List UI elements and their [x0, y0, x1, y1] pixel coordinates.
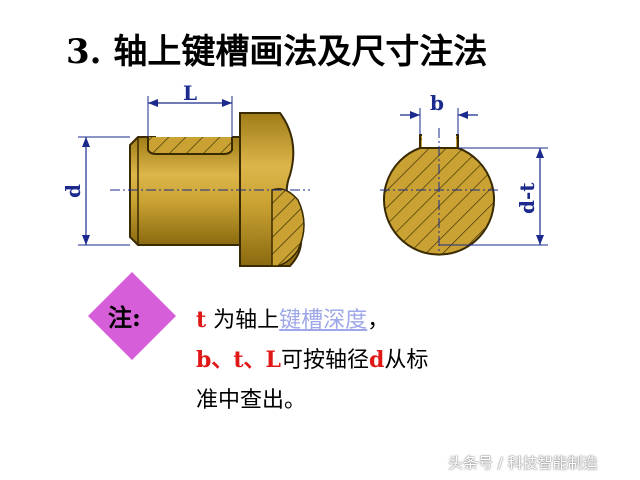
dimension-d-minus-t: d-t [439, 147, 548, 246]
dimension-d: d [61, 136, 130, 246]
note-text: 可按轴径 [281, 348, 370, 373]
note-text: 从标 [384, 348, 429, 373]
note-badge-icon [88, 272, 176, 360]
note-line-1: t 为轴上键槽深度， [196, 302, 389, 334]
section-circle [383, 134, 495, 256]
page-title: 3. 轴上键槽画法及尺寸注法 [66, 32, 488, 72]
note-vars-btl: b、t、L [196, 347, 282, 373]
dim-d-label: d [61, 184, 85, 198]
watermark: 头条号 / 科技智能制造 [448, 454, 598, 472]
note-var-t: t [196, 307, 207, 333]
dim-d-minus-t-label: d-t [515, 182, 539, 214]
note-var-d: d [369, 347, 385, 373]
note-line-3: 准中查出。 [196, 388, 307, 413]
broken-section [271, 188, 305, 267]
keyway-opening [156, 124, 232, 137]
note-line-2: b、t、L可按轴径d从标 [196, 342, 428, 374]
shaft-side-view [110, 112, 310, 267]
dim-L-label: L [183, 81, 197, 105]
note-text: ， [367, 308, 390, 333]
shaft-cross-section [380, 128, 500, 256]
note-text: 为轴上 [206, 308, 280, 333]
keyway-depth-link[interactable]: 键槽深度 [279, 308, 368, 333]
note-label: 注: [108, 303, 141, 332]
dim-b-label: b [430, 91, 444, 115]
dimension-b: b [400, 91, 478, 135]
keyway-slot [147, 137, 233, 155]
dimension-L: L [147, 81, 233, 137]
